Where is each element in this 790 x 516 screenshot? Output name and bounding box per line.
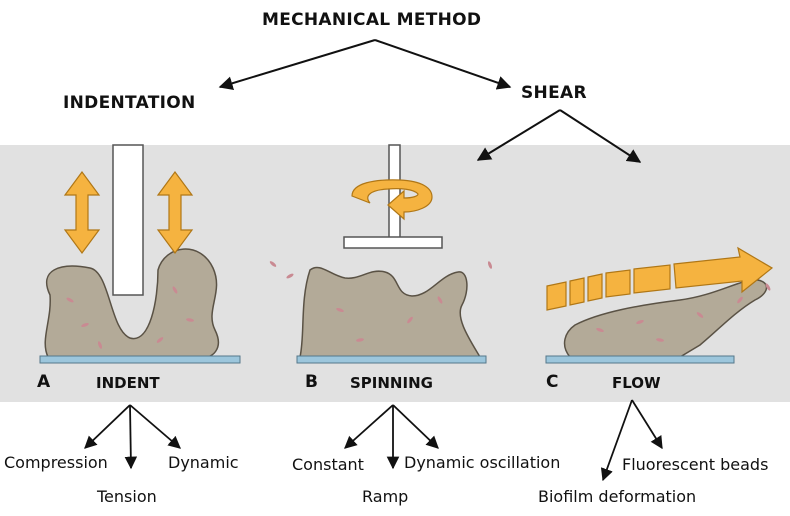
indent-illustration (39, 144, 241, 364)
flow-arrow (546, 246, 774, 311)
outcome-biofilm-deformation: Biofilm deformation (538, 487, 697, 506)
outcome-dynamic: Dynamic (168, 453, 239, 472)
panel-a-label: INDENT (96, 374, 160, 392)
rotating-plate (343, 236, 443, 249)
outcome-constant: Constant (292, 455, 364, 474)
branch-indentation: INDENTATION (63, 93, 196, 113)
outcome-arrows (84, 399, 663, 482)
diagram-title: MECHANICAL METHOD (262, 10, 482, 30)
outcome-fluorescent-beads: Fluorescent beads (622, 455, 769, 474)
vertical-arrow-right (156, 170, 194, 255)
indenter-probe (112, 144, 144, 296)
outcome-tension: Tension (97, 487, 157, 506)
spinning-illustration (269, 144, 493, 364)
arrow-to-spinning (476, 109, 561, 161)
spindle-shaft (388, 144, 401, 243)
rotation-arrow (351, 179, 433, 221)
panel-c-letter: C (546, 372, 559, 392)
outcome-compression: Compression (4, 453, 108, 472)
hierarchy-arrows (218, 39, 642, 163)
substrate-b (296, 355, 487, 364)
flow-illustration (545, 246, 774, 364)
outcome-ramp: Ramp (362, 487, 409, 506)
panel-b-letter: B (305, 372, 318, 392)
substrate-c (545, 355, 735, 364)
outcome-dynamic-oscillation: Dynamic oscillation (404, 453, 561, 472)
biofilm-spinning (299, 266, 482, 358)
panel-c-label: FLOW (612, 374, 661, 392)
arrow-to-shear (374, 39, 512, 90)
panel-b-label: SPINNING (350, 374, 433, 392)
arrow-to-indentation (218, 39, 376, 91)
vertical-arrow-left (63, 170, 101, 255)
arrow-to-flow (559, 109, 642, 163)
branch-shear: SHEAR (521, 83, 587, 103)
panel-a-letter: A (37, 372, 51, 392)
substrate-a (39, 355, 241, 364)
